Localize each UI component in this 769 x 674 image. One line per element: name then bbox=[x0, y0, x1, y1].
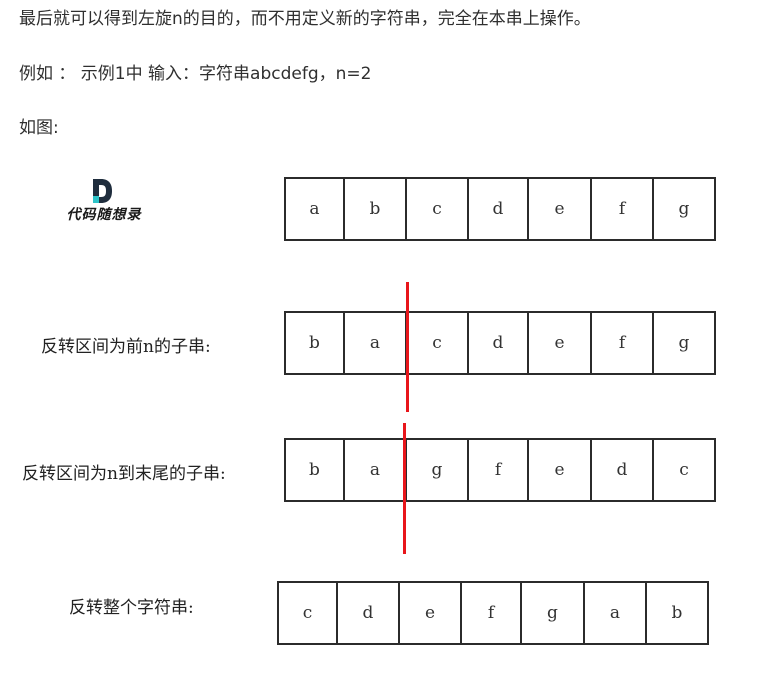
string-row-reverse-whole: c d e f g a b bbox=[277, 581, 709, 645]
string-row-reverse-n-to-end: b a g f e d c bbox=[284, 438, 716, 502]
string-cell: c bbox=[652, 438, 716, 502]
logo: 代码随想录 bbox=[58, 178, 150, 226]
string-cell: e bbox=[527, 311, 592, 375]
string-cell: c bbox=[405, 177, 469, 241]
logo-text: 代码随想录 bbox=[66, 207, 142, 223]
row-label-reverse-whole: 反转整个字符串: bbox=[69, 598, 194, 618]
string-cell: d bbox=[467, 311, 529, 375]
string-cell: d bbox=[467, 177, 529, 241]
string-cell: g bbox=[520, 581, 585, 645]
paragraph-example: 例如 ： 示例1中 输入：字符串abcdefg，n=2 bbox=[19, 64, 372, 84]
string-cell: b bbox=[645, 581, 709, 645]
row-label-reverse-n-to-end: 反转区间为n到末尾的子串: bbox=[22, 464, 226, 484]
string-cell: g bbox=[405, 438, 469, 502]
string-cell: e bbox=[527, 438, 592, 502]
string-cell: d bbox=[590, 438, 654, 502]
string-cell: e bbox=[527, 177, 592, 241]
string-cell: f bbox=[590, 177, 654, 241]
string-row-reverse-first-n: b a c d e f g bbox=[284, 311, 716, 375]
string-cell: b bbox=[343, 177, 407, 241]
string-cell: f bbox=[460, 581, 522, 645]
string-cell: e bbox=[398, 581, 462, 645]
string-cell: a bbox=[284, 177, 345, 241]
string-cell: c bbox=[277, 581, 338, 645]
string-cell: f bbox=[467, 438, 529, 502]
string-cell: a bbox=[343, 438, 407, 502]
logo-d-icon bbox=[93, 179, 112, 203]
string-cell: g bbox=[652, 311, 716, 375]
string-cell: g bbox=[652, 177, 716, 241]
string-cell: b bbox=[284, 311, 345, 375]
string-cell: a bbox=[343, 311, 407, 375]
paragraph-figure-caption: 如图: bbox=[19, 118, 59, 138]
string-cell: a bbox=[583, 581, 647, 645]
paragraph-intro: 最后就可以得到左旋n的目的，而不用定义新的字符串，完全在本串上操作。 bbox=[19, 9, 591, 29]
split-divider bbox=[403, 423, 406, 554]
string-cell: f bbox=[590, 311, 654, 375]
string-cell: c bbox=[405, 311, 469, 375]
row-label-reverse-first-n: 反转区间为前n的子串: bbox=[41, 337, 211, 357]
string-cell: d bbox=[336, 581, 400, 645]
split-divider bbox=[406, 282, 409, 412]
string-row-original: a b c d e f g bbox=[284, 177, 716, 241]
string-cell: b bbox=[284, 438, 345, 502]
